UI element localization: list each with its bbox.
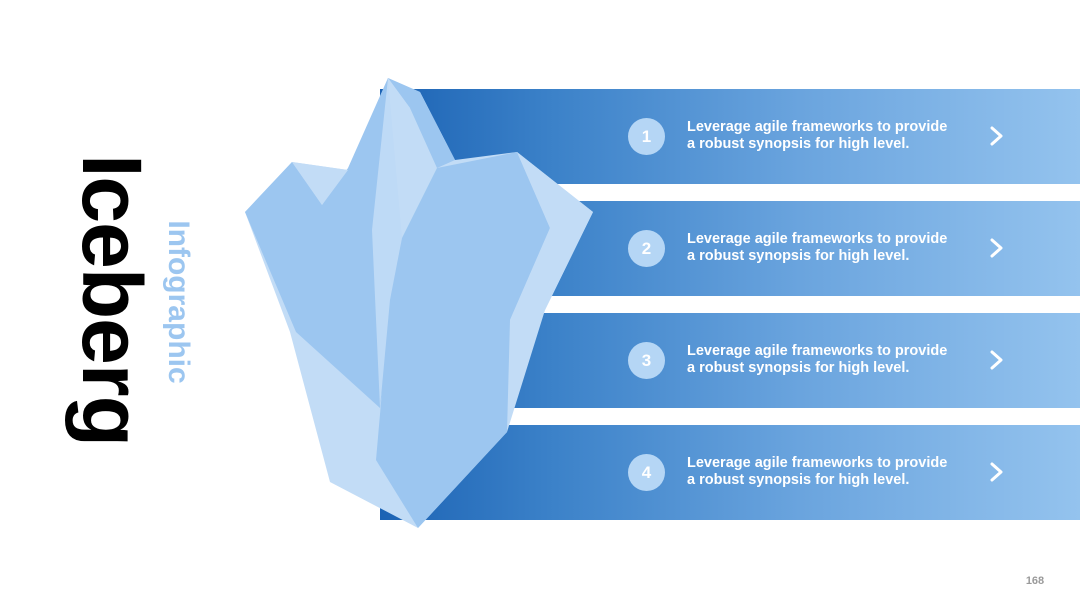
chevron-right-icon bbox=[990, 350, 1003, 370]
item-text: Leverage agile frameworks to provide a r… bbox=[687, 119, 948, 152]
chevron-right-icon bbox=[990, 126, 1003, 146]
item-number-badge: 1 bbox=[628, 118, 665, 155]
item-number-badge: 2 bbox=[628, 230, 665, 267]
chevron-right-icon bbox=[990, 238, 1003, 258]
item-number-badge: 3 bbox=[628, 342, 665, 379]
chevron-right-icon bbox=[990, 462, 1003, 482]
item-text: Leverage agile frameworks to provide a r… bbox=[687, 231, 948, 264]
item-text: Leverage agile frameworks to provide a r… bbox=[687, 455, 948, 488]
page-number: 168 bbox=[1025, 575, 1045, 587]
item-text: Leverage agile frameworks to provide a r… bbox=[687, 343, 948, 376]
item-number-badge: 4 bbox=[628, 454, 665, 491]
